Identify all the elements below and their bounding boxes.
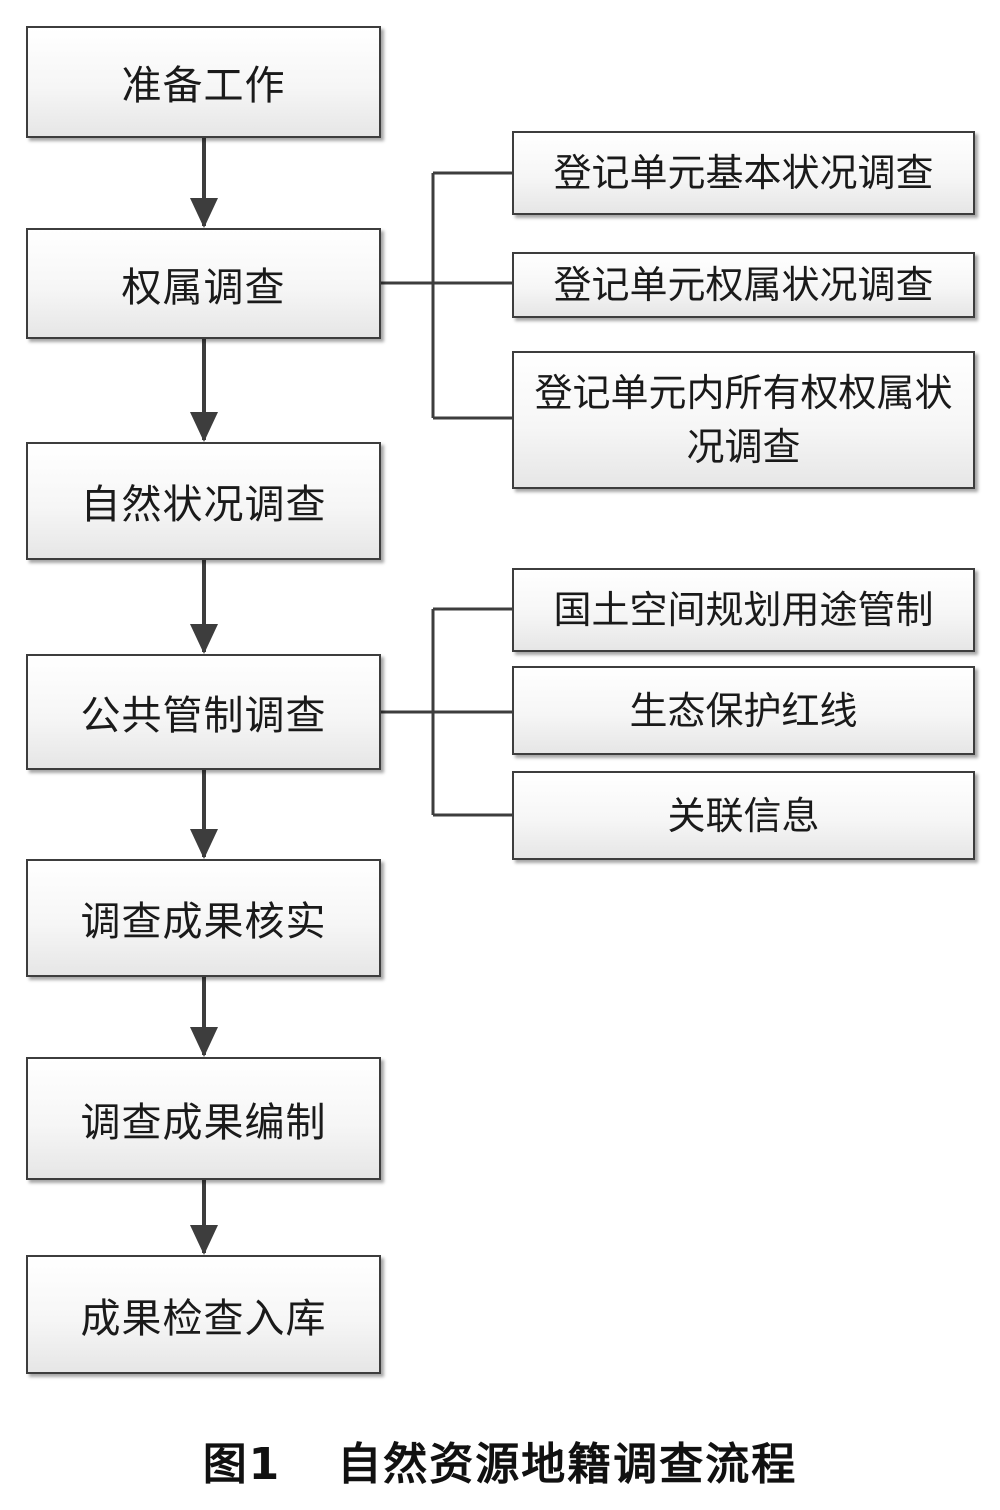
arrowhead-1 <box>190 198 218 228</box>
control-sub-related-info: 关联信息 <box>512 771 975 860</box>
step-ownership-survey-label: 权属调查 <box>121 264 286 311</box>
step-ownership-survey: 权属调查 <box>26 228 381 339</box>
step-result-verification-label: 调查成果核实 <box>80 899 327 945</box>
ownership-sub-basic-status-label: 登记单元基本状况调查 <box>553 151 934 195</box>
arrowhead-5 <box>190 1027 218 1057</box>
figure-caption: 图1 自然资源地籍调查流程 <box>0 1428 1000 1492</box>
figure-title: 自然资源地籍调查流程 <box>337 1439 798 1490</box>
ownership-sub-basic-status: 登记单元基本状况调查 <box>512 131 975 215</box>
step-public-control-survey: 公共管制调查 <box>26 654 381 770</box>
arrowhead-6 <box>190 1225 218 1255</box>
step-result-check-storage: 成果检查入库 <box>26 1255 381 1374</box>
step-preparation-label: 准备工作 <box>121 63 286 109</box>
control-sub-ecological-redline: 生态保护红线 <box>512 666 975 755</box>
step-preparation: 准备工作 <box>26 26 381 138</box>
step-result-compilation-label: 调查成果编制 <box>80 1099 327 1146</box>
control-sub-spatial-planning: 国土空间规划用途管制 <box>512 568 975 652</box>
control-sub-ecological-redline-label: 生态保护红线 <box>629 688 858 733</box>
step-natural-condition-survey: 自然状况调查 <box>26 442 381 560</box>
ownership-sub-internal-ownership-label: 登记单元内所有权权属状况调查 <box>534 371 953 469</box>
arrowhead-3 <box>190 624 218 654</box>
figure-number: 图1 <box>202 1439 282 1490</box>
step-public-control-survey-label: 公共管制调查 <box>80 693 327 739</box>
ownership-sub-ownership-status: 登记单元权属状况调查 <box>512 252 975 318</box>
arrowhead-2 <box>190 412 218 442</box>
ownership-sub-internal-ownership: 登记单元内所有权权属状况调查 <box>512 351 975 489</box>
step-result-check-storage-label: 成果检查入库 <box>80 1295 327 1342</box>
control-sub-related-info-label: 关联信息 <box>667 793 820 838</box>
step-result-compilation: 调查成果编制 <box>26 1057 381 1180</box>
ownership-sub-ownership-status-label: 登记单元权属状况调查 <box>553 263 934 307</box>
step-natural-condition-survey-label: 自然状况调查 <box>80 482 327 528</box>
control-sub-spatial-planning-label: 国土空间规划用途管制 <box>553 588 934 632</box>
step-result-verification: 调查成果核实 <box>26 859 381 977</box>
arrowhead-4 <box>190 829 218 859</box>
